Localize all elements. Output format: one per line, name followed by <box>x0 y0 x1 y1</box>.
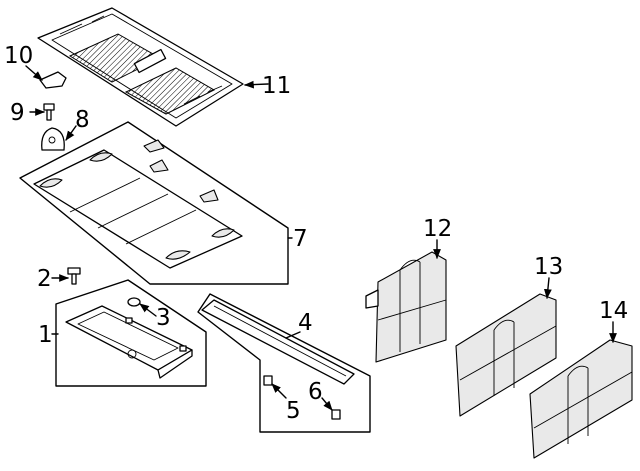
callout-4: 4 <box>298 310 313 336</box>
bolt-part-2[interactable] <box>67 267 81 285</box>
cargo-floor-mat-part[interactable] <box>37 7 244 127</box>
callout-14: 14 <box>599 298 628 324</box>
callout-13: 13 <box>534 254 563 280</box>
callout-8: 8 <box>75 107 90 133</box>
plug-part-3[interactable] <box>127 297 141 307</box>
clip-part-5[interactable] <box>263 375 273 386</box>
storage-tray-part-1[interactable] <box>55 279 207 387</box>
callout-11: 11 <box>262 73 291 99</box>
callout-12: 12 <box>423 216 452 242</box>
leader-lines <box>25 65 617 411</box>
callout-6: 6 <box>308 379 323 405</box>
callout-7: 7 <box>293 226 308 252</box>
bracket-part-8[interactable] <box>41 127 65 151</box>
callout-3: 3 <box>156 305 171 331</box>
callout-2: 2 <box>37 266 52 292</box>
callout-10: 10 <box>4 43 33 69</box>
callout-5: 5 <box>286 398 301 424</box>
clip-part-10[interactable] <box>39 71 67 89</box>
bolt-part-9[interactable] <box>43 103 55 121</box>
seat-back-part-13[interactable] <box>455 293 557 417</box>
seat-back-part-14[interactable] <box>529 339 633 459</box>
sill-trim-part-4[interactable] <box>197 293 371 433</box>
load-floor-panel-part-7[interactable] <box>19 121 289 285</box>
clip-part-6[interactable] <box>331 409 341 420</box>
callout-9: 9 <box>10 100 25 126</box>
seat-cushion-part-12[interactable] <box>365 251 447 363</box>
callout-1: 1 <box>38 322 53 348</box>
